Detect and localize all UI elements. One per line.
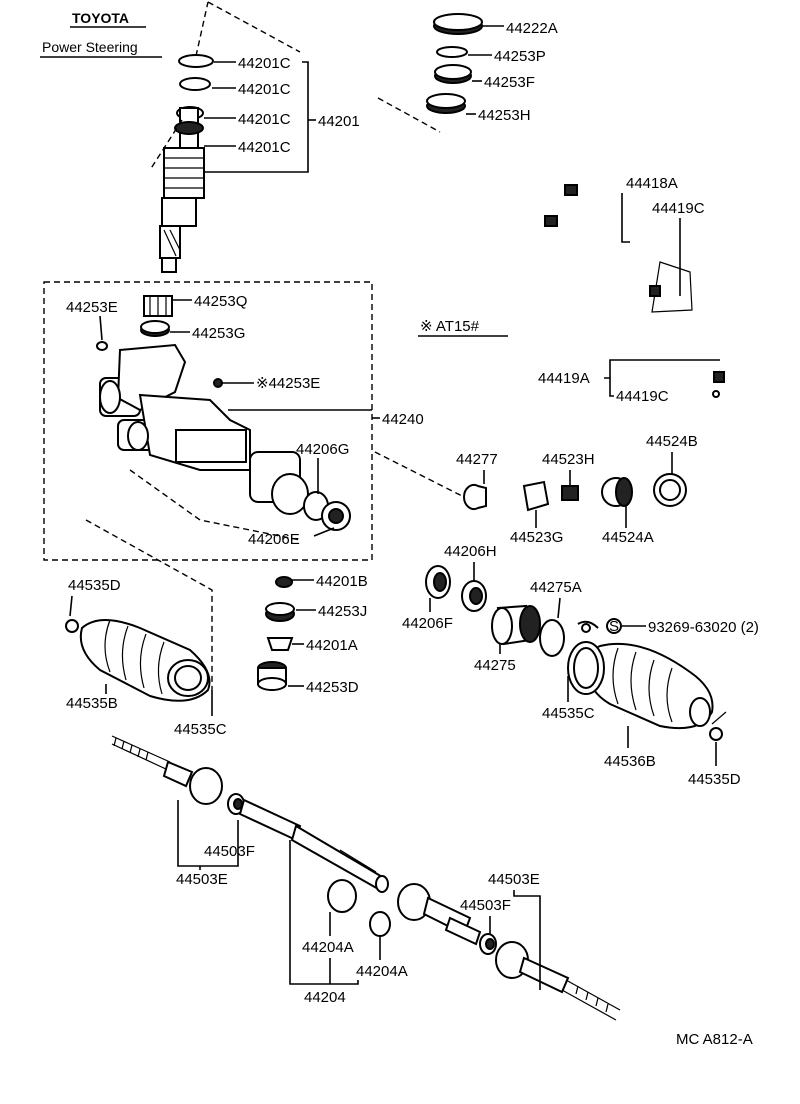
callout-44535D-right: 44535D	[688, 771, 741, 788]
part-44275	[491, 604, 541, 646]
part-44277	[463, 484, 487, 510]
s-symbol-label: S	[609, 618, 619, 635]
callout-44503F-right: 44503F	[460, 897, 511, 914]
callout-44204: 44204	[304, 989, 346, 1006]
callout-44201C-2: 44201C	[238, 81, 291, 98]
part-44204A-1	[327, 879, 357, 913]
s-symbol-icon	[606, 618, 622, 634]
section-label: Power Steering	[42, 39, 138, 55]
callout-44201A: 44201A	[306, 637, 358, 654]
callout-44503F-left: 44503F	[204, 843, 255, 860]
callout-44240: 44240	[382, 411, 424, 428]
callout-44524B: 44524B	[646, 433, 698, 450]
callout-44524A: 44524A	[602, 529, 654, 546]
part-44204A-2	[369, 911, 391, 937]
callout-44201: 44201	[318, 113, 360, 130]
callout-44253P: 44253P	[494, 48, 546, 65]
spring-44523H	[561, 485, 579, 501]
boot-44535B	[79, 619, 211, 702]
callout-44253E-2: ※44253E	[256, 375, 320, 392]
callout-44201C-3: 44201C	[238, 111, 291, 128]
callout-44253H: 44253H	[478, 107, 531, 124]
callout-44253E-1: 44253E	[66, 299, 118, 316]
callout-44275A: 44275A	[530, 579, 582, 596]
callout-44206G: 44206G	[296, 441, 349, 458]
callout-44206H: 44206H	[444, 543, 497, 560]
part-44523G	[522, 480, 550, 512]
make-label: TOYOTA	[72, 10, 129, 26]
callout-44535C-right: 44535C	[542, 705, 595, 722]
callout-44523H: 44523H	[542, 451, 595, 468]
callout-44201C-4: 44201C	[238, 139, 291, 156]
callout-93269-63020: 93269-63020 (2)	[648, 619, 759, 636]
callout-44253F: 44253F	[484, 74, 535, 91]
callout-44201B: 44201B	[316, 573, 368, 590]
callout-44503E-left: 44503E	[176, 871, 228, 888]
callout-44275: 44275	[474, 657, 516, 674]
callout-44222A: 44222A	[506, 20, 558, 37]
footer-code: MC A812-A	[676, 1031, 753, 1048]
part-44253D	[257, 661, 287, 691]
part-44201A	[266, 637, 294, 651]
callout-44204A-1: 44204A	[302, 939, 354, 956]
clip-93269	[577, 620, 599, 633]
callout-44535C-left: 44535C	[174, 721, 227, 738]
pinion-shaft-assembly	[159, 54, 214, 273]
callout-44277: 44277	[456, 451, 498, 468]
callout-44253G: 44253G	[192, 325, 245, 342]
callout-44535B: 44535B	[66, 695, 118, 712]
callout-44503E-right: 44503E	[488, 871, 540, 888]
callout-44419C-bottom: 44419C	[616, 388, 669, 405]
rack-bar	[290, 824, 389, 893]
tie-rod-right	[397, 883, 621, 1021]
pressure-tubes	[544, 184, 725, 383]
rack-housing	[99, 343, 351, 531]
callout-44206E: 44206E	[248, 531, 300, 548]
callout-44201C-1: 44201C	[238, 55, 291, 72]
gear-housing-box	[43, 281, 373, 561]
callout-44253Q: 44253Q	[194, 293, 247, 310]
callout-44536B: 44536B	[604, 753, 656, 770]
note-at15: ※ AT15#	[420, 318, 480, 335]
bearing-44253Q	[143, 295, 173, 317]
seal-stack-top	[426, 13, 483, 114]
callout-44253D: 44253D	[306, 679, 359, 696]
part-44524A	[601, 477, 633, 507]
callout-44535D-left: 44535D	[68, 577, 121, 594]
boot-44536B	[567, 641, 714, 730]
callout-44419C-top: 44419C	[652, 200, 705, 217]
callout-44204A-2: 44204A	[356, 963, 408, 980]
callout-44418A: 44418A	[626, 175, 678, 192]
tie-rod-left	[111, 735, 302, 842]
callout-44253J: 44253J	[318, 603, 367, 620]
callout-44523G: 44523G	[510, 529, 563, 546]
callout-44206F: 44206F	[402, 615, 453, 632]
callout-44419A: 44419A	[538, 370, 590, 387]
